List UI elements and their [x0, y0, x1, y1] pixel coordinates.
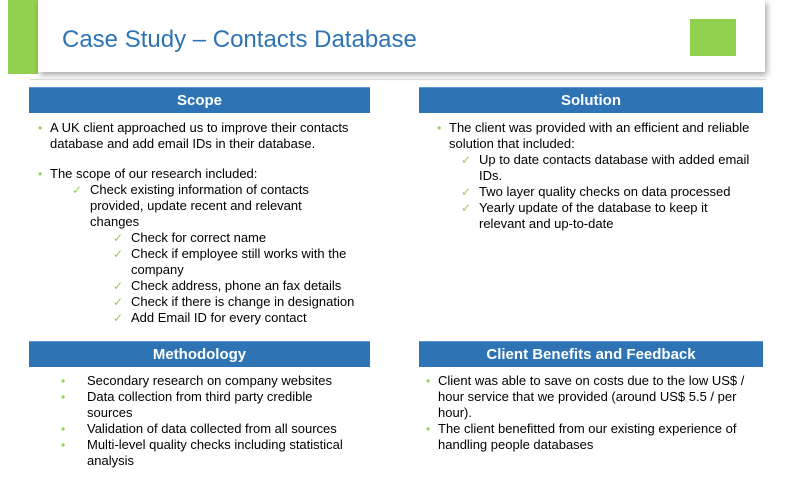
check-icon: ✓	[113, 279, 124, 293]
list-item: • Secondary research on company websites	[61, 373, 332, 388]
check-icon: ✓	[113, 295, 124, 309]
list-item: ✓ Check if employee still works with the…	[113, 246, 347, 277]
check-icon: ✓	[113, 311, 124, 325]
list-item: • Validation of data collected from all …	[61, 421, 337, 436]
bullet-icon: •	[38, 167, 43, 181]
bullet-icon: •	[61, 374, 66, 388]
check-icon: ✓	[72, 183, 83, 197]
bullet-icon: •	[426, 422, 431, 436]
list-item: • Data collection from third party credi…	[61, 389, 313, 420]
list-item: • The client benefitted from our existin…	[426, 421, 737, 452]
check-icon: ✓	[461, 201, 472, 215]
list-item: ✓ Yearly update of the database to keep …	[461, 200, 708, 231]
check-icon: ✓	[113, 231, 124, 245]
green-accent-square-right	[690, 19, 736, 56]
title-divider	[30, 79, 766, 80]
list-item: • A UK client approached us to improve t…	[38, 120, 349, 151]
bullet-icon: •	[61, 390, 66, 404]
benefits-header: Client Benefits and Feedback	[419, 341, 763, 367]
list-item: ✓ Two layer quality checks on data proce…	[461, 184, 731, 199]
bullet-icon: •	[61, 438, 66, 452]
green-accent-bar-left	[8, 0, 38, 74]
check-icon: ✓	[461, 153, 472, 167]
bullet-icon: •	[426, 374, 431, 388]
list-item: ✓ Add Email ID for every contact	[113, 310, 307, 325]
scope-header: Scope	[29, 87, 370, 113]
methodology-header: Methodology	[29, 341, 370, 367]
title-box	[38, 0, 765, 72]
check-icon: ✓	[113, 247, 124, 261]
list-item: ✓ Up to date contacts database with adde…	[461, 152, 750, 183]
scope-panel: • A UK client approached us to improve t…	[38, 120, 370, 326]
benefits-panel: • Client was able to save on costs due t…	[426, 373, 763, 453]
bullet-icon: •	[38, 121, 43, 135]
bullet-icon: •	[437, 121, 442, 135]
methodology-panel: • Secondary research on company websites…	[61, 373, 357, 469]
solution-header: Solution	[419, 87, 763, 113]
list-item: ✓ Check address, phone an fax details	[113, 278, 342, 293]
list-item: ✓ Check if there is change in designatio…	[113, 294, 355, 309]
list-item: • Client was able to save on costs due t…	[426, 373, 745, 420]
list-item: • The client was provided with an effici…	[437, 120, 750, 151]
page-title: Case Study – Contacts Database	[62, 26, 417, 53]
bullet-icon: •	[61, 422, 66, 436]
list-item: • Multi-level quality checks including s…	[61, 437, 343, 468]
solution-panel: • The client was provided with an effici…	[437, 120, 759, 232]
list-item: ✓ Check for correct name	[113, 230, 267, 245]
list-item: • The scope of our research included:	[38, 166, 258, 181]
list-item: ✓ Check existing information of contacts…	[72, 182, 309, 229]
check-icon: ✓	[461, 185, 472, 199]
